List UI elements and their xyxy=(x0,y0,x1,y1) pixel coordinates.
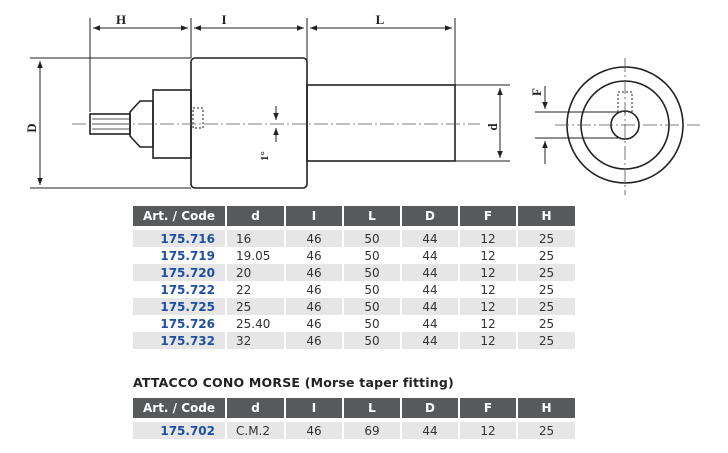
table-cell: 46 xyxy=(285,264,344,281)
table-cell: 20 xyxy=(226,264,286,281)
table-cell: 44 xyxy=(401,264,460,281)
article-code: 175.732 xyxy=(133,332,227,349)
table-cell: 44 xyxy=(401,332,460,349)
column-header: I xyxy=(285,206,344,226)
table-cell: 25 xyxy=(538,248,555,263)
table-cell: 46 xyxy=(285,281,344,298)
column-header: F xyxy=(459,398,518,418)
table-cell: 12 xyxy=(459,281,518,298)
table-cell: 12 xyxy=(459,332,518,349)
table-cell: 50 xyxy=(343,315,402,332)
table-cell: 46 xyxy=(285,422,344,439)
table-cell: 44 xyxy=(401,315,460,332)
article-code: 175.725 xyxy=(133,298,227,315)
article-code: 175.702 xyxy=(133,422,227,439)
table-cell: 50 xyxy=(343,298,402,315)
table-cell: 22 xyxy=(226,281,286,298)
column-header: Art. / Code xyxy=(133,206,227,226)
table-cell: 25 xyxy=(517,230,575,247)
table-cell: 44 xyxy=(401,281,460,298)
column-header: D xyxy=(401,206,460,226)
table-cell: 12 xyxy=(459,422,518,439)
article-code: 175.716 xyxy=(133,230,227,247)
table-cell: 50 xyxy=(343,264,402,281)
column-header: H xyxy=(517,206,575,226)
table-cell: 25 xyxy=(517,332,575,349)
table-cell: 44 xyxy=(401,422,460,439)
table-cell: 25.40 xyxy=(226,315,286,332)
shank xyxy=(306,84,456,162)
table-cell: 25 xyxy=(517,422,575,439)
table-cell: 12 xyxy=(459,298,518,315)
table-cell: 25 xyxy=(517,264,575,281)
column-header: Art. / Code xyxy=(133,398,227,418)
body xyxy=(190,57,308,189)
table-cell: 32 xyxy=(226,332,286,349)
table-cell: 46 xyxy=(285,298,344,315)
table-cell: 50 xyxy=(343,281,402,298)
table-cell: 12 xyxy=(459,315,518,332)
table-cell: 44 xyxy=(401,230,460,247)
article-code: 175.720 xyxy=(133,264,227,281)
dim-label-d: d xyxy=(485,123,500,131)
dim-label-D: D xyxy=(24,123,39,132)
column-header: I xyxy=(285,398,344,418)
table-cell: 50 xyxy=(343,247,402,264)
table-cell: 16 xyxy=(226,230,286,247)
article-code: 175.726 xyxy=(133,315,227,332)
dim-label-H: H xyxy=(116,12,126,27)
table-cell: 46 xyxy=(285,315,344,332)
table-cell: C.M.2 xyxy=(226,422,286,439)
column-header: D xyxy=(401,398,460,418)
dim-label-F: F xyxy=(529,88,544,96)
section-title: ATTACCO CONO MORSE (Morse taper fitting) xyxy=(133,375,454,390)
table-cell: 25 xyxy=(538,316,555,331)
column-header: L xyxy=(343,398,402,418)
article-code: 175.719 xyxy=(133,247,227,264)
table-cell: 46 xyxy=(285,332,344,349)
column-header: L xyxy=(343,206,402,226)
dim-label-taper: 1° xyxy=(259,151,271,161)
table-cell: 46 xyxy=(285,230,344,247)
table-cell: 50 xyxy=(343,230,402,247)
table-cell: 44 xyxy=(401,298,460,315)
table-cell: 46 xyxy=(285,247,344,264)
column-header: H xyxy=(517,398,575,418)
technical-drawing: H I L D d F 1° xyxy=(24,12,700,195)
table-cell: 12 xyxy=(459,264,518,281)
table-cell: 19.05 xyxy=(226,247,286,264)
table-cell: 12 xyxy=(459,230,518,247)
table-cell: 50 xyxy=(343,332,402,349)
table-cell: 25 xyxy=(226,298,286,315)
dim-label-I: I xyxy=(221,12,226,27)
dim-label-L: L xyxy=(376,12,385,27)
article-code: 175.722 xyxy=(133,281,227,298)
table-cell: 25 xyxy=(538,282,555,297)
table-cell: 69 xyxy=(343,422,402,439)
table-cell: 25 xyxy=(517,298,575,315)
column-header: d xyxy=(226,398,286,418)
table-cell: 12 xyxy=(459,247,518,264)
table-cell: 44 xyxy=(401,247,460,264)
column-header: F xyxy=(459,206,518,226)
column-header: d xyxy=(226,206,286,226)
